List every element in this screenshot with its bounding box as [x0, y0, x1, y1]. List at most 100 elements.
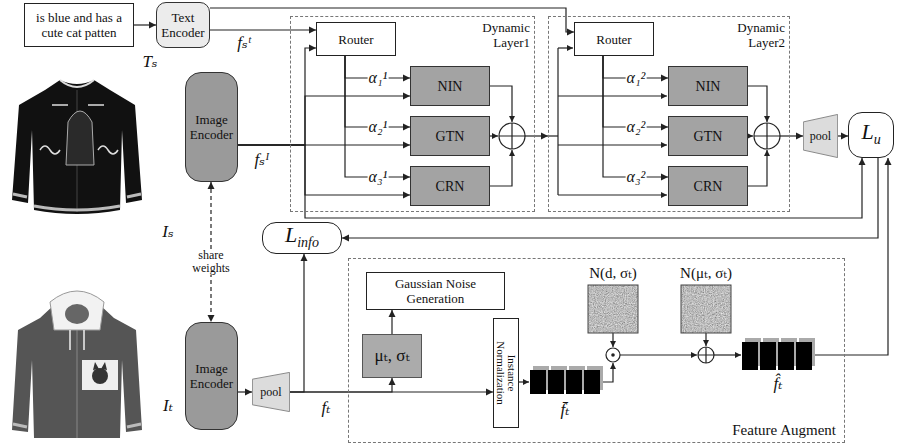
product-symbol — [606, 348, 620, 362]
node-text: Router — [596, 32, 631, 47]
node-text: NIN — [696, 78, 721, 95]
jacket-illustration — [34, 206, 120, 210]
edge-label: α₂¹ — [368, 118, 389, 136]
encoder-box: Text Encoder — [156, 2, 210, 48]
connector — [342, 158, 878, 238]
loss-box: Lu — [848, 112, 894, 158]
math-label: fₜ — [322, 398, 331, 418]
text-block: Gaussian Noise Generation — [370, 276, 501, 306]
wire — [558, 194, 667, 195]
encoder-box: Image Encoder — [185, 72, 238, 182]
node-text: CRN — [436, 178, 465, 195]
text-block: μₜ, σₜ — [374, 346, 409, 366]
pool-trapezoid — [803, 114, 837, 157]
text-block: CRN — [694, 178, 723, 195]
edge-label: share weights — [186, 249, 236, 275]
wire — [490, 86, 512, 122]
augment-group: Feature AugmentGaussian Noise Generation… — [348, 258, 845, 443]
sum-symbol — [754, 123, 780, 149]
math-label: Tₛ — [142, 52, 157, 72]
connector — [535, 135, 548, 136]
node-text: Text Encoder — [160, 10, 206, 40]
wire — [748, 150, 767, 186]
node-text: Gaussian Noise Generation — [370, 276, 501, 306]
feature-stack — [584, 370, 600, 394]
jacket-illustration — [13, 194, 141, 197]
wire — [558, 47, 573, 48]
node-text: pool — [260, 385, 281, 399]
hoodie-illustration — [77, 318, 78, 438]
wire — [780, 135, 790, 136]
feature-stack — [530, 338, 815, 394]
sum-symbol — [754, 123, 780, 149]
text-block: Image Encoder — [189, 112, 234, 142]
text-block: NIN — [696, 78, 721, 95]
math-label: f̄ₜ — [561, 400, 570, 420]
wire — [812, 354, 845, 355]
hoodie-illustration — [50, 291, 104, 330]
hoodie-illustration — [92, 368, 108, 384]
wire — [748, 86, 767, 122]
wire — [748, 135, 753, 136]
group-heading: Dynamic Layer2 — [727, 20, 785, 50]
connector — [790, 135, 803, 136]
node-text: L — [861, 119, 873, 144]
hoodie-illustration — [93, 362, 107, 370]
jacket-illustration — [12, 80, 142, 214]
connector — [238, 48, 316, 145]
text-block: Router — [596, 32, 631, 47]
node-text: u — [874, 132, 881, 147]
process-box: Gaussian Noise Generation — [366, 272, 505, 310]
text-block: Text Encoder — [160, 10, 206, 40]
connector — [603, 56, 668, 127]
connector — [345, 56, 410, 177]
connector — [290, 254, 304, 392]
pool-box: pool — [252, 372, 290, 412]
router-box: Router — [574, 22, 654, 56]
math-label: Iₛ — [162, 222, 173, 242]
node-text: info — [297, 235, 319, 250]
connector — [838, 135, 848, 136]
wire — [558, 144, 667, 145]
connector — [345, 56, 410, 127]
hoodie-illustration — [70, 330, 84, 350]
text-block: Lu — [861, 124, 880, 147]
module-box: CRN — [668, 166, 748, 206]
hoodie-illustration — [13, 424, 141, 427]
edge-label: α₁¹ — [368, 69, 389, 87]
noise-image — [681, 285, 731, 333]
noise-image — [588, 285, 731, 333]
node-text: Image Encoder — [189, 112, 234, 142]
wire — [557, 48, 558, 195]
statistics-box: μₜ, σₜ — [362, 334, 422, 378]
text-block: GTN — [694, 128, 723, 145]
module-box: GTN — [668, 116, 748, 156]
connector — [290, 378, 392, 392]
node-text: Router — [338, 32, 373, 47]
feature-stack — [778, 342, 794, 370]
feature-stack — [760, 342, 776, 370]
jacket-illustration — [66, 111, 94, 165]
pool-trapezoid — [252, 372, 289, 411]
noise-image — [681, 285, 731, 333]
text-block: Linfo — [285, 227, 319, 250]
noise-image — [588, 285, 638, 333]
loss-box: Linfo — [262, 222, 342, 254]
node-text: L — [285, 222, 297, 247]
math-label: N(μₜ, σₜ) — [680, 263, 732, 283]
node-text: NIN — [438, 78, 463, 95]
math-label: Iₜ — [163, 396, 173, 416]
node-text: Instance Normalization — [495, 330, 517, 416]
module-box: NIN — [668, 66, 748, 106]
text-block: Image Encoder — [189, 361, 234, 391]
feature-stack — [566, 370, 582, 394]
wire — [612, 333, 613, 347]
wire — [705, 333, 706, 346]
wire — [714, 354, 741, 355]
layer-group: Dynamic Layer2 RouterNIN GTN CRN — [548, 16, 790, 212]
node-text: Image Encoder — [189, 361, 234, 391]
process-box: Instance Normalization — [493, 318, 519, 428]
jacket-illustration — [40, 105, 118, 154]
connector — [391, 310, 392, 334]
